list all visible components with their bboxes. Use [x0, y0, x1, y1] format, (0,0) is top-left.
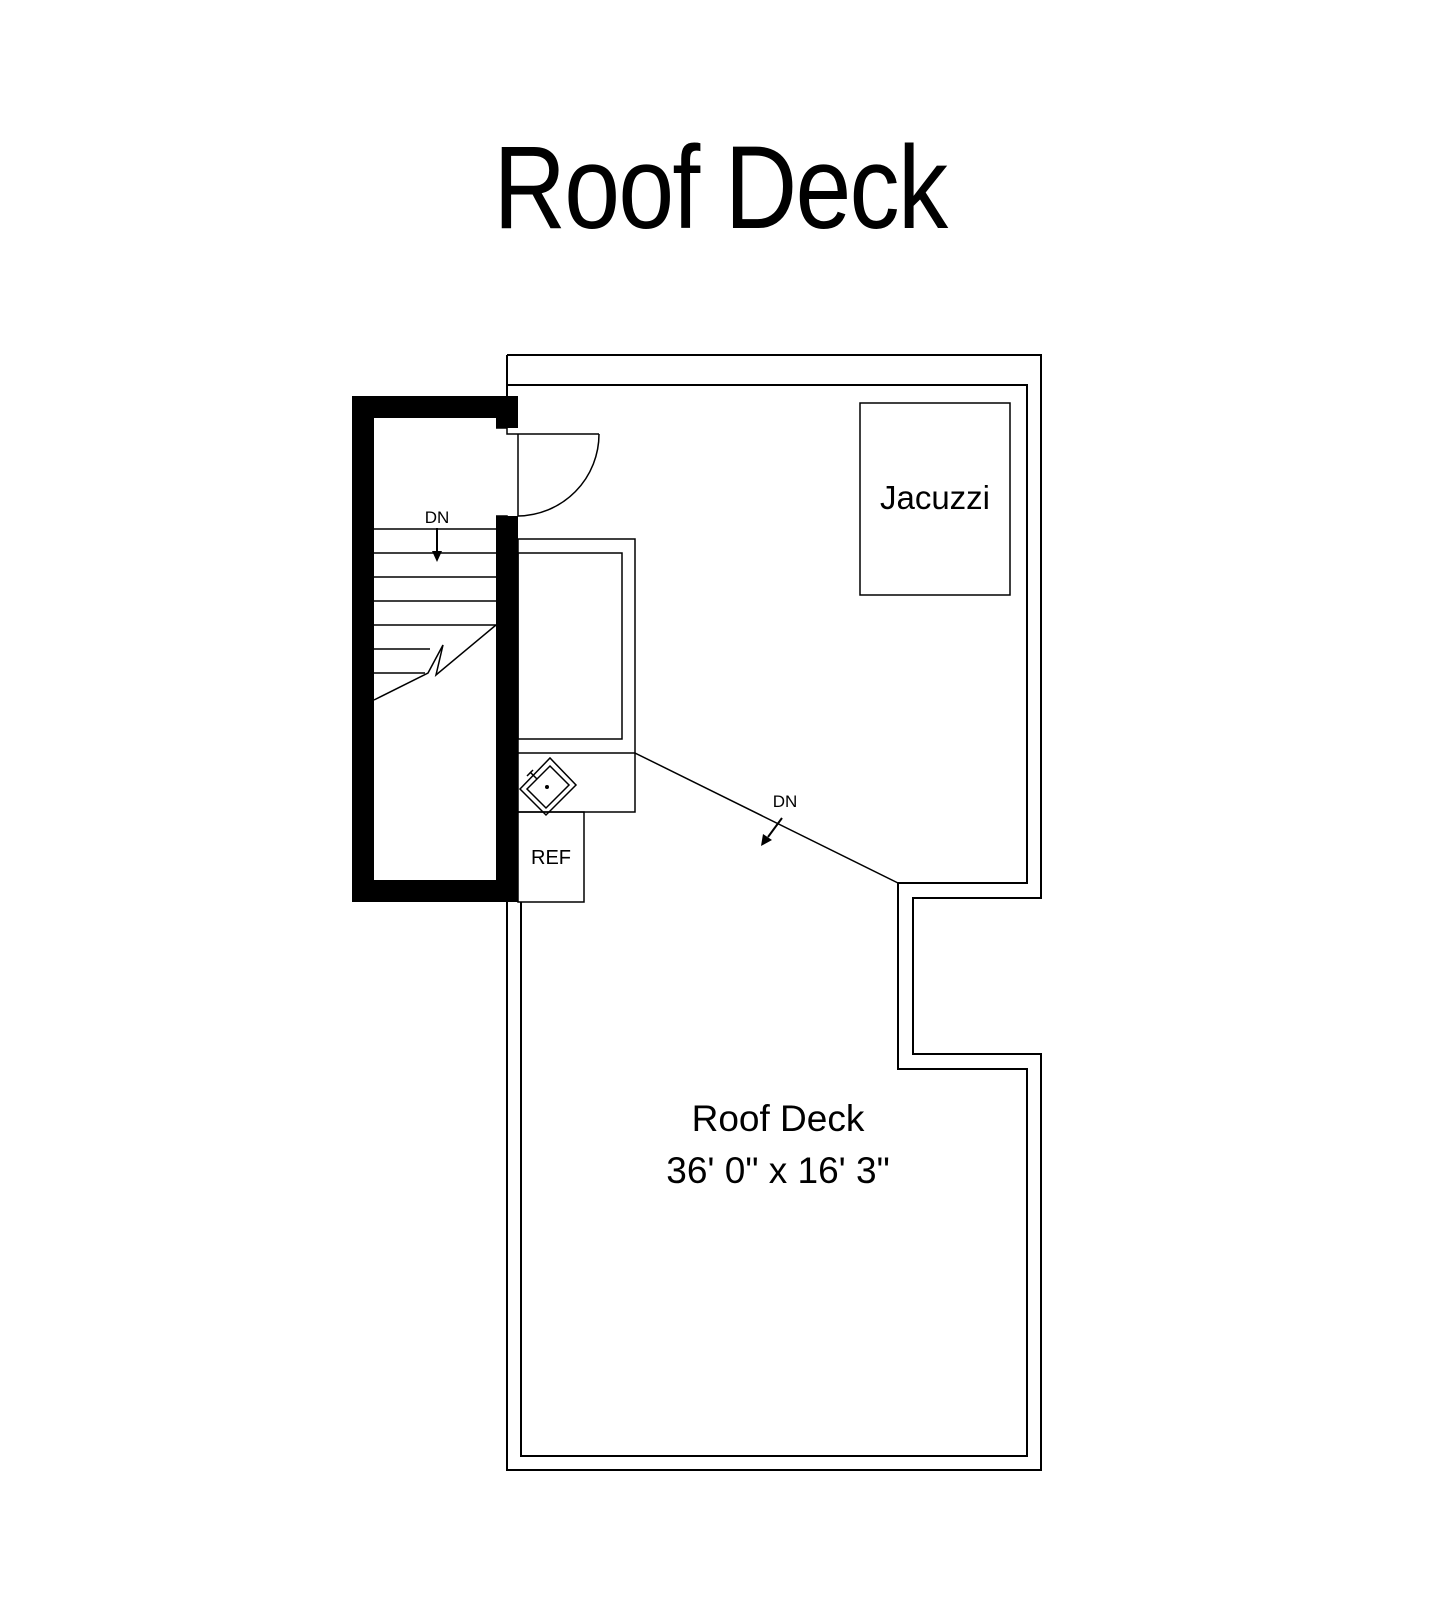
- stair-door: [517, 433, 600, 517]
- sink-icon: [518, 756, 578, 817]
- jacuzzi-label: Jacuzzi: [880, 479, 990, 516]
- deck-inner-wall: [507, 384, 1028, 1457]
- stair-dn-label: DN: [425, 508, 450, 527]
- refrigerator: [517, 811, 585, 903]
- jacuzzi: [859, 402, 1011, 596]
- room-name: Roof Deck: [692, 1098, 865, 1139]
- stair-down-arrow: [432, 528, 442, 562]
- refrigerator-label: REF: [531, 847, 571, 869]
- counter: [517, 538, 636, 813]
- deck-dn-label: DN: [773, 792, 798, 811]
- page-title: Roof Deck: [493, 122, 949, 254]
- deck-outer-wall: [506, 354, 1042, 1471]
- deck-down-arrow: [761, 817, 783, 846]
- deck-step-line: [634, 752, 899, 884]
- stair-treads: [373, 528, 497, 701]
- room-dimensions: 36' 0" x 16' 3": [666, 1150, 889, 1191]
